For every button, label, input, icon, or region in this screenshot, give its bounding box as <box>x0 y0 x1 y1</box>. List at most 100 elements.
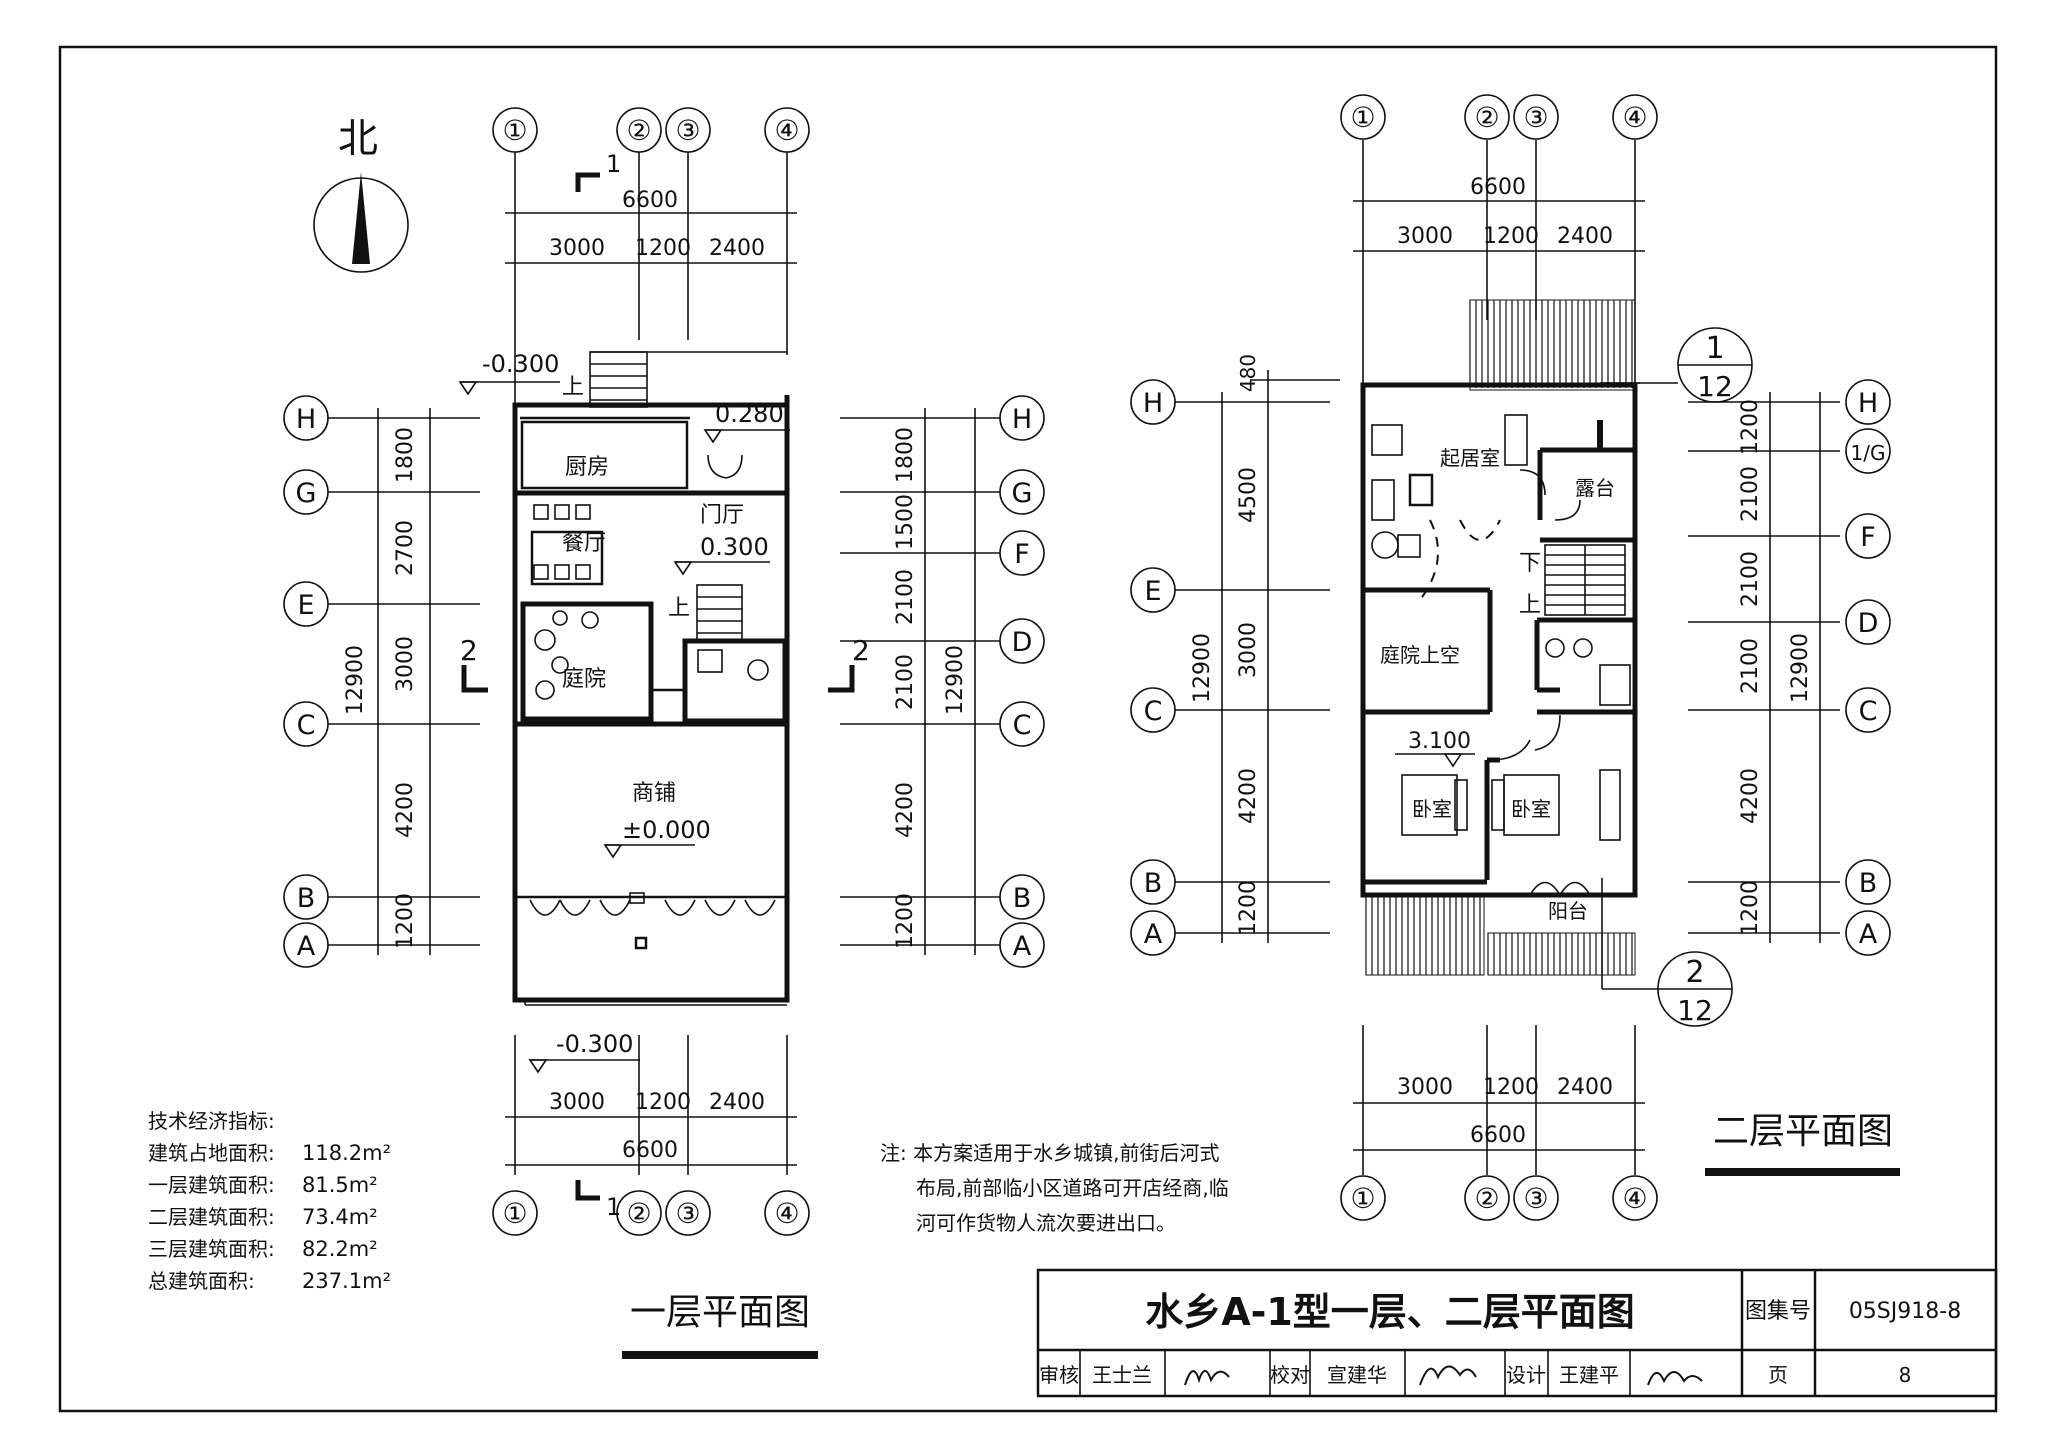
f2-axis-c-right: C <box>1859 696 1878 727</box>
svg-text:③: ③ <box>1523 1182 1548 1215</box>
svg-text:①: ① <box>1350 1182 1375 1215</box>
f1-axis-3-bottom: ③ <box>665 1190 711 1236</box>
f2-axis-1g-right: 1/G <box>1851 441 1886 465</box>
note-line-3: 河可作货物人流次要进出口。 <box>916 1211 1176 1235</box>
f1-section-mark-1-top: 1 <box>575 150 621 192</box>
title-block: 水乡A-1型一层、二层平面图 图集号 05SJ918-8 审核 王士兰 校对 宣… <box>1036 1268 1998 1398</box>
f2-axis-4-bottom: ④ <box>1612 1175 1658 1221</box>
f1-axis-c-left: C <box>297 710 316 741</box>
note-line-2: 布局,前部临小区道路可开店经商,临 <box>916 1176 1229 1200</box>
f1-dim-r2: 1500 <box>893 494 918 550</box>
f1-axis-3-top: ③ <box>665 107 711 153</box>
designer-signature <box>1647 1371 1703 1386</box>
f2-room-courtyard-void: 庭院上空 <box>1380 643 1460 667</box>
f2-axis-f-right: F <box>1860 522 1876 553</box>
f2-axis-h-left: H <box>1143 388 1163 419</box>
f2-axis-1-bottom: ① <box>1340 1175 1386 1221</box>
tech-row-2-label: 一层建筑面积: <box>148 1173 275 1197</box>
north-arrow-icon: 北 <box>313 116 409 273</box>
f2-dim-l5: 1200 <box>1236 880 1261 936</box>
tech-row-4-label: 三层建筑面积: <box>148 1237 275 1261</box>
f2-dim-l4: 4200 <box>1236 768 1261 824</box>
atlas-label: 图集号 <box>1745 1299 1811 1324</box>
tech-row-3-value: 73.4m² <box>302 1205 378 1229</box>
f2-dim-a-bottom: 3000 <box>1397 1075 1453 1100</box>
f2-level-mark: 3.100 <box>1395 729 1475 768</box>
f1-level-top-entry: -0.300 <box>482 350 559 378</box>
f2-room-balcony: 阳台 <box>1548 899 1588 923</box>
f1-room-kitchen: 厨房 <box>565 455 609 480</box>
f1-section-mark-2-left: 2 <box>460 634 488 693</box>
f1-dim-l3: 3000 <box>393 636 418 692</box>
f1-section-mark-2-right: 2 <box>828 634 870 693</box>
f2-dim-r1: 1200 <box>1738 399 1763 455</box>
f1-axis-1-top: ① <box>492 107 538 153</box>
f1-dim-a-bottom: 3000 <box>549 1090 605 1115</box>
checker-name: 宣建华 <box>1327 1363 1387 1387</box>
f1-dim-total-bottom: 6600 <box>622 1138 678 1163</box>
f1-room-courtyard: 庭院 <box>562 667 606 692</box>
svg-text:2: 2 <box>852 634 870 667</box>
reviewer-name: 王士兰 <box>1092 1363 1152 1387</box>
f1-walls <box>512 351 790 1006</box>
svg-text:①: ① <box>502 114 527 147</box>
f2-axis-2-top: ② <box>1464 94 1510 140</box>
f2-dim-total-bottom: 6600 <box>1470 1123 1526 1148</box>
f1-axis-2-top: ② <box>616 107 662 153</box>
f1-axis-f-right: F <box>1014 539 1030 570</box>
f2-row-axes-left: H E C B A 480 4500 3000 4200 1200 12900 <box>1130 354 1340 956</box>
f2-dim-b-bottom: 1200 <box>1483 1075 1539 1100</box>
f2-axis-c-left: C <box>1144 696 1163 727</box>
f2-stair-up: 上 <box>1519 593 1541 618</box>
f1-axis-d-right: D <box>1012 627 1033 658</box>
north-label: 北 <box>338 116 378 162</box>
f1-plan-title: 一层平面图 <box>630 1292 810 1333</box>
f2-dim-total-top: 6600 <box>1470 175 1526 200</box>
f2-stair-down: 下 <box>1519 551 1541 576</box>
drawing-title: 水乡A-1型一层、二层平面图 <box>1145 1290 1635 1334</box>
f1-axis-4-top: ④ <box>764 107 810 153</box>
f1-dim-l2: 2700 <box>393 520 418 576</box>
atlas-number: 05SJ918-8 <box>1849 1299 1961 1324</box>
f1-dim-b-top: 1200 <box>635 236 691 261</box>
f1-dim-l4: 4200 <box>393 782 418 838</box>
f1-dim-r6: 1200 <box>893 893 918 949</box>
f1-axis-2-bottom: ② <box>616 1190 662 1236</box>
f2-axis-b-left: B <box>1144 868 1163 899</box>
tech-row-5-label: 总建筑面积: <box>148 1269 255 1293</box>
f1-axis-h-left: H <box>296 404 316 435</box>
svg-text:②: ② <box>626 1197 651 1230</box>
f2-dim-r2: 2100 <box>1738 466 1763 522</box>
f1-axis-a-left: A <box>297 931 316 962</box>
page-number: 8 <box>1899 1363 1912 1387</box>
tech-heading: 技术经济指标: <box>148 1109 275 1133</box>
check-label: 校对 <box>1270 1363 1310 1387</box>
svg-text:2: 2 <box>460 634 478 667</box>
f1-level-hall: 0.300 <box>700 533 769 561</box>
second-floor-plan: 6600 3000 1200 2400 3000 1200 2400 6600 … <box>1130 94 1900 1221</box>
sheet-border <box>58 45 1998 1413</box>
f2-room-terrace: 露台 <box>1575 476 1615 500</box>
first-floor-plan: 6600 3000 1200 2400 3000 1200 2400 6600 … <box>283 107 1045 1359</box>
f2-axis-4-top: ④ <box>1612 94 1658 140</box>
f2-room-bed-1: 卧室 <box>1412 797 1452 821</box>
svg-text:③: ③ <box>675 114 700 147</box>
tech-row-4-value: 82.2m² <box>302 1237 378 1261</box>
f1-room-shop: 商铺 <box>632 781 676 806</box>
f1-dim-a-top: 3000 <box>549 236 605 261</box>
f2-roof-hatch-bottom <box>1365 892 1636 976</box>
f1-axis-e-left: E <box>297 590 314 621</box>
f1-dim-l5: 1200 <box>393 893 418 949</box>
page-label: 页 <box>1768 1363 1788 1387</box>
f2-axis-h-right: H <box>1858 388 1878 419</box>
f1-up-label-2: 上 <box>668 596 690 621</box>
f1-axis-g-right: G <box>1012 478 1033 509</box>
svg-text:1: 1 <box>606 150 621 178</box>
f2-dim-r4: 2100 <box>1738 638 1763 694</box>
f1-dim-r3: 2100 <box>893 569 918 625</box>
f1-room-dining: 餐厅 <box>562 531 606 556</box>
designer-name: 王建平 <box>1559 1363 1619 1387</box>
f2-dim-r3: 2100 <box>1738 551 1763 607</box>
f1-section-mark-1-bottom: 1 <box>575 1180 621 1221</box>
f2-axis-1-top: ① <box>1340 94 1386 140</box>
